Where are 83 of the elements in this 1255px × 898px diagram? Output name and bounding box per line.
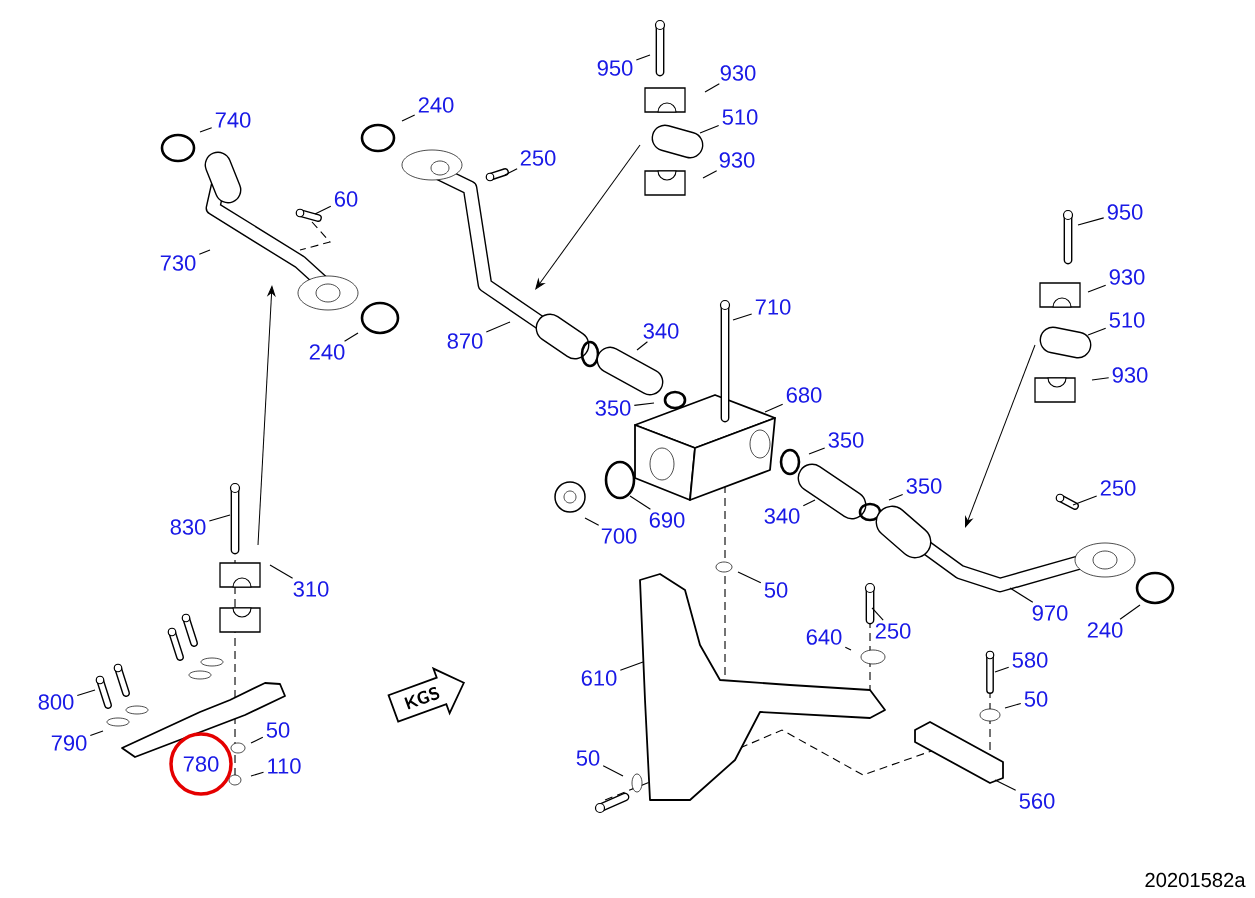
callout-number: 710 [755,299,791,315]
callout-number: 60 [334,191,358,207]
callout-number: 610 [581,670,617,686]
leader-line [702,170,718,179]
leader-line [808,447,826,455]
leader-line [802,499,816,507]
leader-line [704,83,720,93]
leader-line [871,607,884,621]
leader-line [699,124,720,134]
leader-line [250,736,264,744]
callout-number: 340 [764,508,800,524]
leader-line [1091,377,1110,381]
leader-line [1077,217,1105,226]
callout-number: 250 [1100,480,1136,496]
callout-number: 800 [38,694,74,710]
callout-number: 730 [160,255,196,271]
callout-number: 700 [601,528,637,544]
leader-line [1119,604,1141,620]
callout-number: 510 [1109,312,1145,328]
leader-line [269,564,294,579]
callout-number: 950 [597,60,633,76]
leader-line [401,114,416,122]
leader-line [635,54,651,61]
callout-number: 930 [720,65,756,81]
callout-number: 250 [520,150,556,166]
leader-line [737,571,762,584]
leader-line [1009,587,1034,603]
leader-line [1087,284,1107,293]
leader-line [994,666,1010,673]
callout-number: 350 [906,478,942,494]
leader-line [485,321,511,333]
leader-line [1087,327,1107,336]
callout-number: 240 [1087,622,1123,638]
leader-line [602,765,624,777]
leader-line [250,771,265,777]
leader-line [76,689,96,696]
callout-number: 250 [875,623,911,639]
leader-line [619,661,644,671]
callout-number: 930 [1112,367,1148,383]
leader-line [633,402,655,406]
callout-number: 50 [1024,691,1048,707]
callout-number: 240 [309,344,345,360]
leader-line [198,249,211,255]
callout-number: 560 [1019,793,1055,809]
callout-number: 110 [268,758,301,774]
leader-line [732,313,753,321]
callout-number: 240 [418,97,454,113]
callout-number: 870 [447,333,483,349]
leader-line [1004,702,1022,709]
leader-line [504,168,518,176]
callout-number: 310 [293,581,329,597]
callout-number: 740 [215,112,251,128]
leader-line [89,730,104,737]
leader-line [208,514,231,522]
leader-line [844,646,852,651]
callout-number: 830 [170,519,206,535]
leader-line [199,127,213,133]
callout-number: 510 [722,109,758,125]
leader-line [994,779,1017,791]
callout-number: 930 [719,152,755,168]
leader-line [636,341,648,351]
leader-line [584,517,600,526]
callout-number: 340 [643,323,679,339]
callout-number: 640 [806,629,842,645]
callout-number: 50 [266,722,290,738]
callout-number: 350 [828,432,864,448]
leader-line [1072,495,1098,506]
callout-number: 930 [1109,269,1145,285]
leader-line [764,403,784,413]
callout-number: 790 [51,735,87,751]
callout-number: 680 [786,387,822,403]
callout-number: 50 [576,750,600,766]
leader-line [344,332,359,342]
callout-number: 580 [1012,652,1048,668]
callout-number: 950 [1107,204,1143,220]
callout-number: 350 [595,400,631,416]
leader-line [314,205,332,215]
leader-line [888,493,904,501]
callout-number: 970 [1032,605,1068,621]
callout-number: 690 [649,512,685,528]
leader-line [629,495,651,510]
callout-number: 50 [764,582,788,598]
drawing-number: 20201582a [1145,872,1246,888]
